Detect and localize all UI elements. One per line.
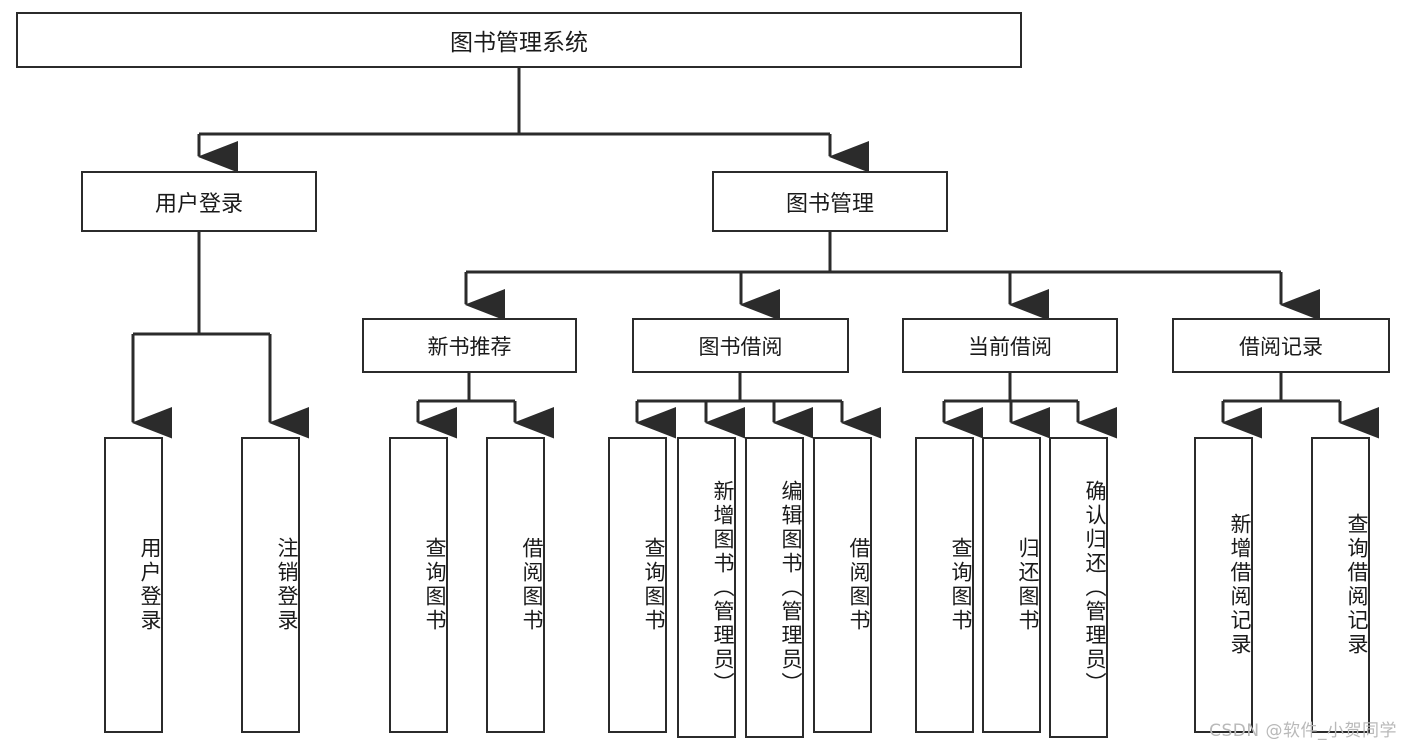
node-label: 注销登录 bbox=[275, 537, 299, 633]
node-leaf-user-login[interactable]: 用户登录 bbox=[104, 437, 163, 733]
node-label: 查询图书 bbox=[949, 537, 973, 633]
csdn-watermark: CSDN @软件_小贺同学 bbox=[1209, 721, 1397, 741]
node-leaf-confirm-return[interactable]: 确认归还（管理员） bbox=[1049, 437, 1108, 738]
node-label: 查询借阅记录 bbox=[1345, 513, 1369, 657]
node-leaf-borrow-book[interactable]: 借阅图书 bbox=[813, 437, 872, 733]
node-leaf-add-borrow-record[interactable]: 新增借阅记录 bbox=[1194, 437, 1253, 733]
node-label: 用户登录 bbox=[138, 537, 162, 633]
node-label: 编辑图书（管理员） bbox=[779, 479, 803, 696]
node-leaf-query-borrow-record[interactable]: 查询借阅记录 bbox=[1311, 437, 1370, 733]
node-label: 新增借阅记录 bbox=[1228, 513, 1252, 657]
node-label: 借阅图书 bbox=[847, 537, 871, 633]
node-label: 新增图书（管理员） bbox=[711, 479, 735, 696]
node-label: 用户登录 bbox=[154, 191, 243, 217]
node-user-login[interactable]: 用户登录 bbox=[81, 171, 317, 232]
node-label: 借阅记录 bbox=[1239, 334, 1323, 359]
node-label: 图书管理 bbox=[785, 191, 874, 217]
node-root-system[interactable]: 图书管理系统 bbox=[16, 12, 1022, 68]
node-label: 查询图书 bbox=[642, 537, 666, 633]
node-label: 图书管理系统 bbox=[450, 30, 588, 56]
node-leaf-borrow-book-recommend[interactable]: 借阅图书 bbox=[486, 437, 545, 733]
node-book-management[interactable]: 图书管理 bbox=[712, 171, 948, 232]
node-leaf-edit-book[interactable]: 编辑图书（管理员） bbox=[745, 437, 804, 738]
node-label: 当前借阅 bbox=[968, 334, 1052, 359]
node-label: 确认归还（管理员） bbox=[1083, 479, 1107, 696]
node-leaf-logout[interactable]: 注销登录 bbox=[241, 437, 300, 733]
node-leaf-query-book-borrow[interactable]: 查询图书 bbox=[608, 437, 667, 733]
node-book-borrow[interactable]: 图书借阅 bbox=[632, 318, 849, 373]
node-leaf-query-book-recommend[interactable]: 查询图书 bbox=[389, 437, 448, 733]
node-label: 新书推荐 bbox=[427, 334, 512, 359]
node-label: 图书借阅 bbox=[698, 334, 783, 359]
node-label: 归还图书 bbox=[1016, 537, 1040, 633]
node-borrow-record[interactable]: 借阅记录 bbox=[1172, 318, 1390, 373]
node-label: 查询图书 bbox=[423, 537, 447, 633]
node-leaf-add-book[interactable]: 新增图书（管理员） bbox=[677, 437, 736, 738]
node-current-borrow[interactable]: 当前借阅 bbox=[902, 318, 1118, 373]
node-label: 借阅图书 bbox=[520, 537, 544, 633]
node-new-book-recommend[interactable]: 新书推荐 bbox=[362, 318, 577, 373]
node-leaf-query-book-current[interactable]: 查询图书 bbox=[915, 437, 974, 733]
node-leaf-return-book[interactable]: 归还图书 bbox=[982, 437, 1041, 733]
